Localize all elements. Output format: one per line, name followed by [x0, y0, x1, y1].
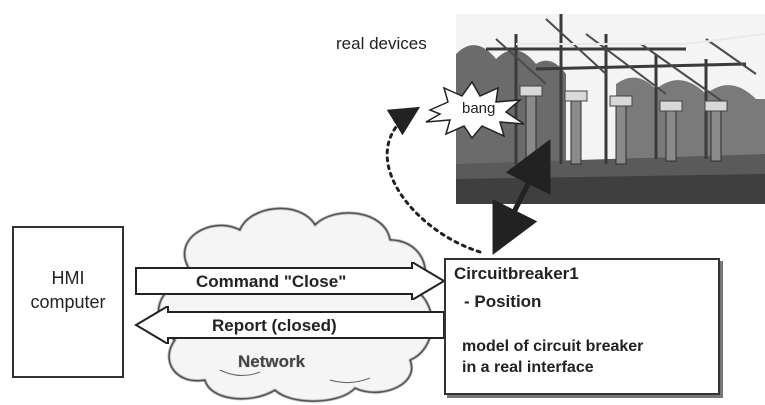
hmi-label-line1: HMI [51, 268, 85, 288]
command-label: Command "Close" [196, 272, 347, 291]
circuit-breaker-position: - Position [464, 292, 542, 311]
report-label: Report (closed) [212, 316, 337, 335]
command-arrow [135, 262, 446, 300]
dotted-signal-arrow [385, 106, 482, 254]
network-label: Network [238, 352, 306, 371]
cb-desc-line1: model of circuit breaker [462, 338, 644, 355]
circuit-breaker-model-box: Circuitbreaker1 - Position model of circ… [444, 258, 720, 395]
hmi-computer-box: HMI computer [12, 226, 124, 378]
report-arrow [134, 306, 445, 344]
hmi-label-line2: computer [30, 292, 106, 312]
hmi-computer-label: HMI computer [14, 266, 122, 314]
real-devices-label: real devices [336, 34, 427, 53]
cb-desc-line2: in a real interface [462, 359, 594, 376]
bang-burst-icon [425, 80, 525, 140]
circuit-breaker-description: model of circuit breaker in a real inter… [462, 336, 643, 378]
device-link-arrow-reverse [492, 146, 549, 255]
circuit-breaker-name: Circuitbreaker1 [454, 264, 579, 283]
network-cloud [157, 207, 433, 402]
bang-label: bang [462, 100, 496, 117]
